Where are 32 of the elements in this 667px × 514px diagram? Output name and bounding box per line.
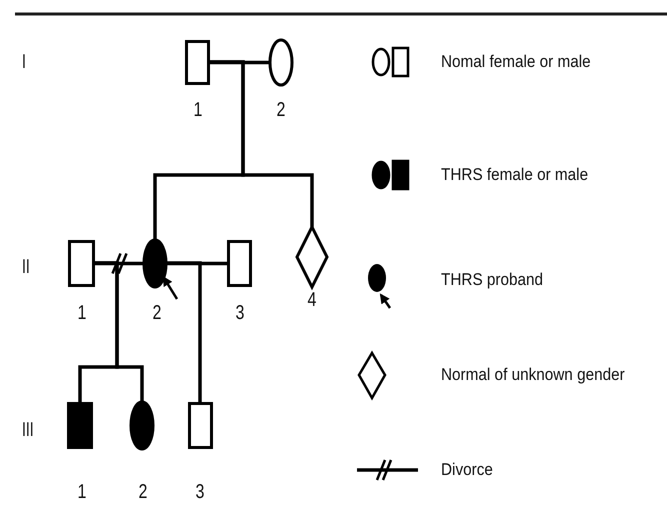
individual-number: 3 bbox=[236, 303, 244, 323]
generation-label: III bbox=[22, 420, 34, 440]
generation-label: II bbox=[22, 257, 30, 277]
individual-number: 2 bbox=[138, 482, 148, 502]
male-square bbox=[68, 240, 95, 287]
pedigree-line bbox=[166, 262, 227, 266]
individual-number: 1 bbox=[194, 100, 202, 120]
generation-label: I bbox=[22, 52, 26, 72]
legend-text: THRS female or male bbox=[441, 166, 588, 183]
legend-text: Nomal female or male bbox=[441, 53, 591, 70]
pedigree-line bbox=[210, 60, 270, 64]
male-square bbox=[185, 40, 210, 85]
male-square bbox=[67, 402, 93, 449]
female-circle bbox=[131, 402, 153, 449]
individual-number: 1 bbox=[78, 303, 86, 323]
individual-number: 2 bbox=[276, 100, 286, 120]
proband-arrow bbox=[162, 276, 178, 300]
legend-text: Normal of unknown gender bbox=[441, 366, 625, 383]
pedigree-line bbox=[95, 261, 144, 402]
legend-text: Divorce bbox=[441, 461, 493, 478]
individual-number: 2 bbox=[152, 303, 162, 323]
pedigree-line bbox=[95, 262, 144, 266]
legend-text: THRS proband bbox=[441, 271, 544, 288]
female-circle bbox=[144, 240, 166, 287]
pedigree-line bbox=[166, 261, 202, 402]
individual-number: 1 bbox=[78, 482, 86, 502]
male-square bbox=[188, 402, 213, 449]
male-square bbox=[227, 240, 252, 287]
pedigree-line bbox=[210, 60, 314, 227]
individual-number: 4 bbox=[308, 290, 316, 310]
female-circle bbox=[270, 40, 292, 85]
individual-number: 3 bbox=[196, 482, 204, 502]
